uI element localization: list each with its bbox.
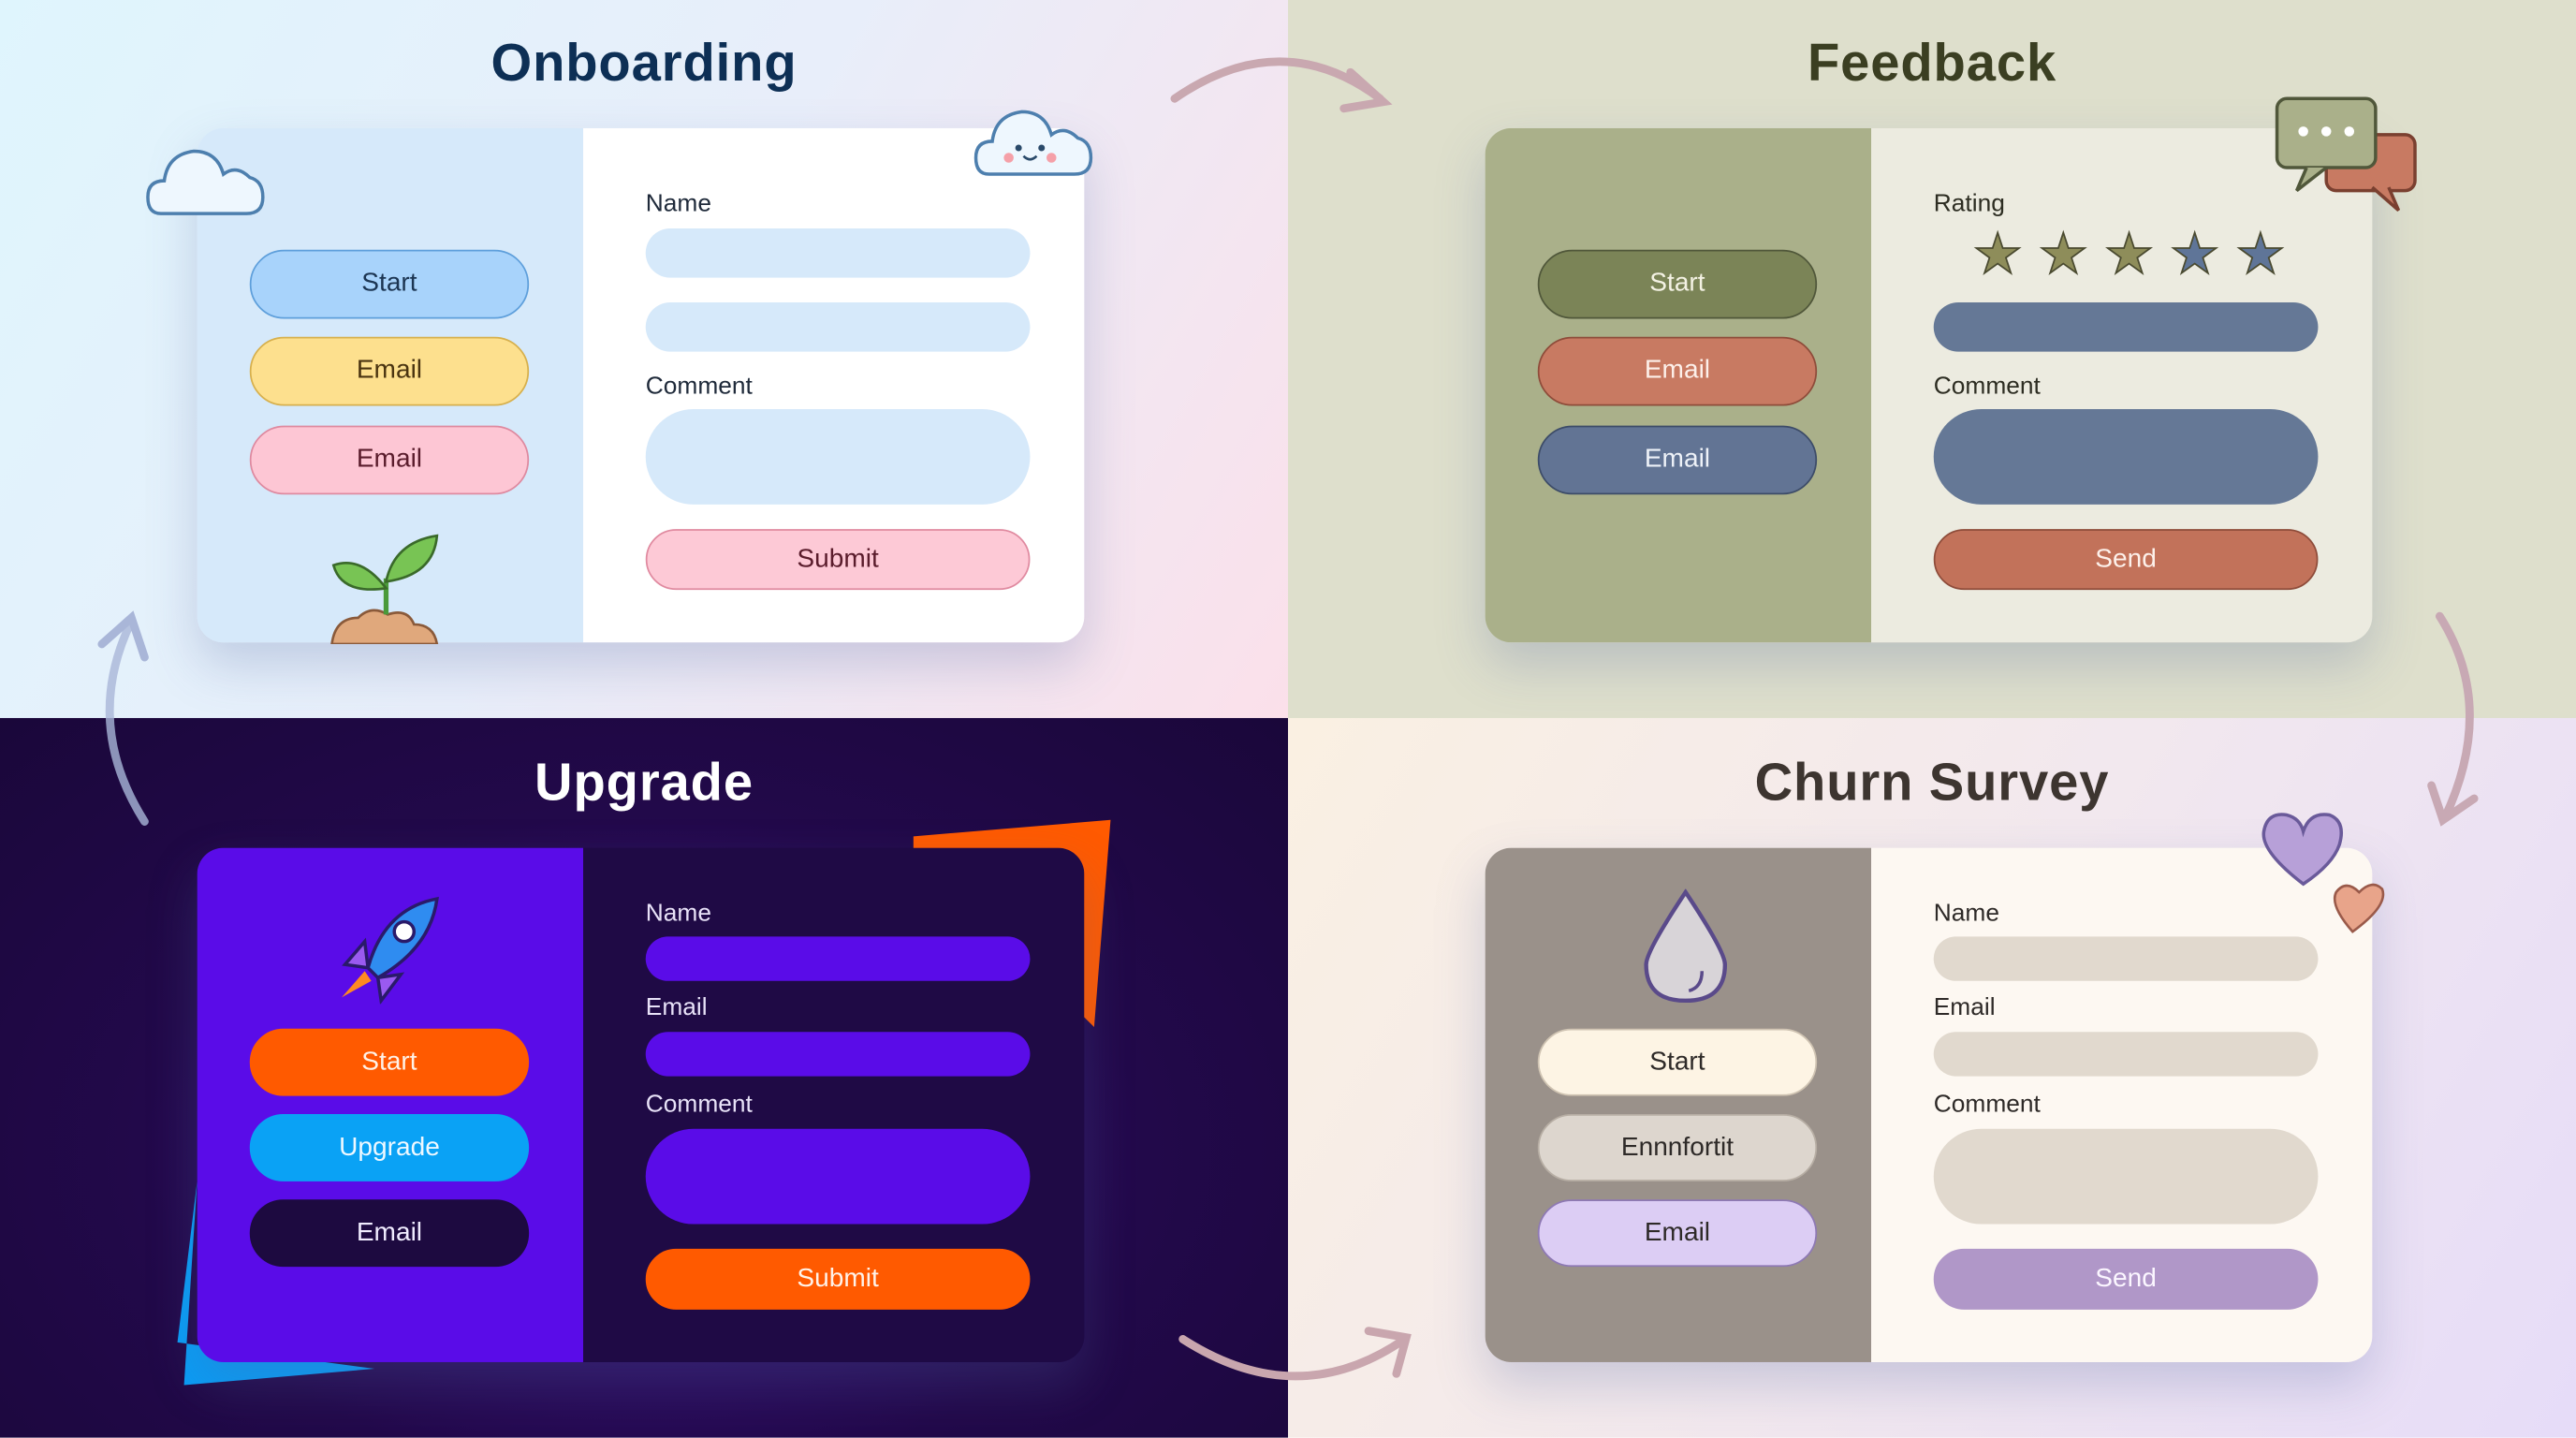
chat-bubbles-icon [2274,95,2422,222]
rating-star[interactable]: ★ [1972,223,2024,286]
arrow-head [1364,1327,1412,1378]
field-label: Email [645,992,708,1021]
text-input[interactable] [1933,936,2319,981]
ennnfortit-button[interactable]: Ennnfortit [1537,1113,1818,1181]
arrow-head [2427,781,2479,827]
email-button[interactable]: Email [249,336,530,406]
arrow-churn-to-upgrade [1178,1335,1409,1381]
water-drop-icon [1640,888,1732,1013]
email-button[interactable]: Email [1537,1199,1818,1268]
submit-button[interactable]: Submit [645,529,1031,591]
field-label: Rating [1933,189,2005,218]
arrow-onboarding-to-feedback [1170,57,1384,103]
upgrade-button[interactable]: Upgrade [249,1113,530,1181]
cloud-icon [141,138,289,228]
blue-decor-shape [165,1178,378,1400]
email-button[interactable]: Email [249,1199,530,1268]
text-input[interactable] [645,301,1031,352]
comment-textarea[interactable] [1933,1128,2319,1225]
text-input[interactable] [645,227,1031,278]
field-label: Name [645,189,711,218]
email-button[interactable]: Email [1537,425,1818,495]
comment-textarea[interactable] [645,1128,1031,1225]
start-button[interactable]: Start [249,1028,530,1096]
rating-star[interactable]: ★ [2103,223,2155,286]
submit-button[interactable]: Send [1933,529,2319,591]
smiling-cloud-icon [970,98,1134,202]
text-input[interactable] [645,1032,1031,1077]
section-title: Upgrade [534,752,754,813]
start-button[interactable]: Start [1537,1028,1818,1096]
rating-star[interactable]: ★ [2038,223,2089,286]
rating-star[interactable]: ★ [2169,223,2220,286]
field-label: Email [1933,992,1996,1021]
field-label: Name [1933,899,1999,928]
submit-button[interactable]: Send [1933,1248,2319,1310]
email-button[interactable]: Email [1537,336,1818,406]
sprout-icon [329,533,444,653]
peach-heart-icon [2330,879,2393,943]
arrow-head [97,610,149,662]
section-title: Feedback [1807,33,2057,93]
text-input[interactable] [1933,1032,2319,1077]
text-input[interactable] [645,936,1031,981]
section-title: Onboarding [490,33,798,93]
purple-heart-icon [2258,809,2349,896]
submit-button[interactable]: Submit [645,1248,1031,1310]
comment-textarea[interactable] [645,409,1031,505]
field-label: Comment [1933,1090,2041,1119]
text-input[interactable] [1933,301,2319,352]
rocket-icon [335,892,444,1012]
start-button[interactable]: Start [1537,249,1818,319]
rating-star[interactable]: ★ [2234,223,2286,286]
field-label: Comment [645,372,753,401]
arrow-feedback-to-churn [2435,611,2474,823]
field-label: Name [645,899,711,928]
start-button[interactable]: Start [249,249,530,319]
comment-textarea[interactable] [1933,409,2319,505]
email-button[interactable]: Email [249,425,530,495]
arrow-upgrade-to-onboarding [105,617,149,826]
field-label: Comment [645,1090,753,1119]
field-label: Comment [1933,372,2041,401]
arrow-head [1339,67,1393,113]
section-title: Churn Survey [1754,752,2110,813]
